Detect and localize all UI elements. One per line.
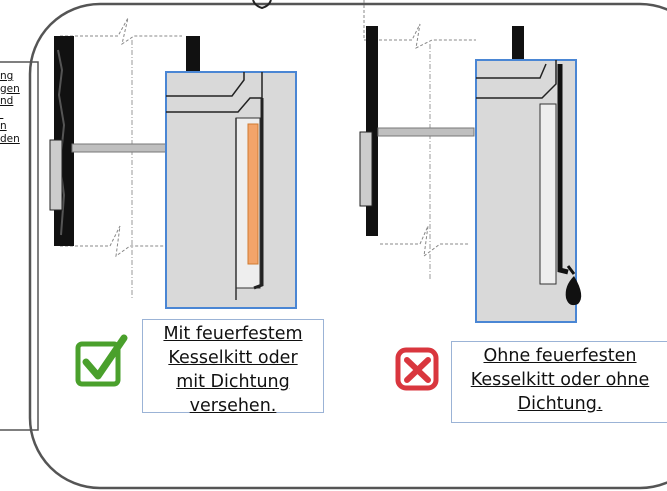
title-fragment [252, 0, 272, 10]
outer-rounded-frame [28, 2, 667, 490]
side-note-line: gen [0, 82, 20, 95]
side-note-line [0, 108, 30, 121]
connector-pipe [71, 143, 169, 153]
side-note-line: den [0, 132, 20, 145]
leak-drip [565, 276, 582, 306]
seal-strip [247, 123, 259, 265]
caption-without-seal: Ohne feuerfesten Kesselkitt oder ohne Di… [451, 341, 667, 423]
side-note-line: nd [0, 95, 14, 107]
left-partial-frame [0, 61, 39, 431]
side-note-line: n [0, 120, 7, 132]
caption-line: Ohne feuerfesten [483, 346, 637, 366]
caption-with-seal: Mit feuerfestem Kesselkitt oder mit Dich… [142, 319, 324, 416]
caption-line: Dichtung. [517, 394, 603, 414]
left-detail-callout [165, 71, 297, 309]
caption-line: Kesselkitt oder [168, 348, 298, 368]
caption-line: Mit feuerfestem [163, 324, 303, 344]
left-scene [49, 17, 297, 309]
caption-line: mit Dichtung [176, 372, 290, 392]
right-scene [359, 0, 582, 323]
side-note-line: ng [0, 70, 14, 82]
green-check-icon [75, 334, 128, 387]
caption-line: Kesselkitt oder ohne [470, 370, 650, 390]
red-x-icon [395, 347, 439, 391]
side-note-fragment: ng gen nd n den [0, 70, 30, 145]
caption-line: versehen. [189, 396, 277, 416]
